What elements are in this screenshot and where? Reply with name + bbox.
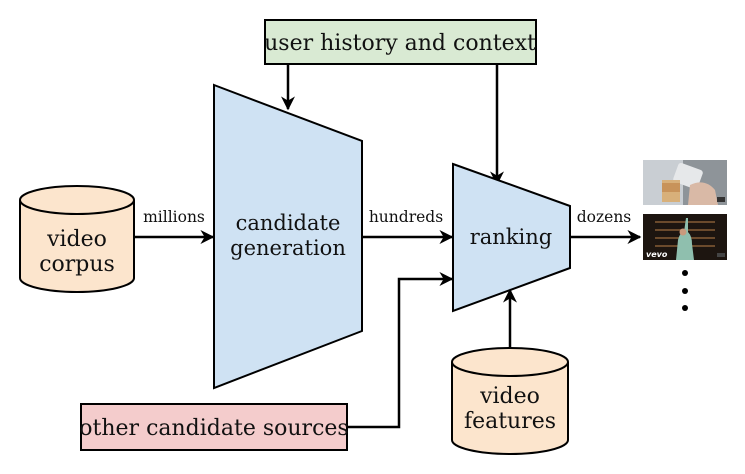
ranking-label: ranking — [470, 225, 553, 249]
output-thumbnail-1[interactable] — [643, 160, 727, 205]
candidate-generation-label-line1: candidate — [236, 211, 341, 235]
edge-other-sources-to-ranking — [347, 272, 454, 429]
other-candidate-sources-label: other candidate sources — [79, 416, 348, 441]
vevo-logo: vevo — [646, 250, 668, 259]
video-corpus-label-line1: video — [46, 227, 107, 252]
video-features-label-line2: features — [464, 409, 556, 434]
edge-label-dozens: dozens — [577, 208, 632, 226]
other-candidate-sources-node: other candidate sources — [79, 403, 349, 451]
duration-badge — [717, 253, 725, 257]
video-features-label-line1: video — [479, 384, 540, 409]
ranking-node: ranking — [452, 162, 571, 313]
video-corpus-label-line2: corpus — [39, 252, 115, 277]
more-results-ellipsis-icon — [682, 270, 688, 311]
candidate-generation-node: candidate generation — [213, 83, 363, 390]
candidate-generation-label-line2: generation — [230, 236, 346, 260]
edge-label-hundreds: hundreds — [369, 208, 443, 226]
output-thumbnail-2[interactable]: vevo — [643, 214, 727, 260]
duration-badge — [717, 197, 725, 202]
video-features-node: video features — [451, 347, 569, 455]
user-history-label: user history and context — [264, 31, 536, 56]
user-history-node: user history and context — [264, 19, 537, 65]
edge-label-millions: millions — [143, 208, 205, 226]
video-corpus-node: video corpus — [19, 185, 135, 293]
